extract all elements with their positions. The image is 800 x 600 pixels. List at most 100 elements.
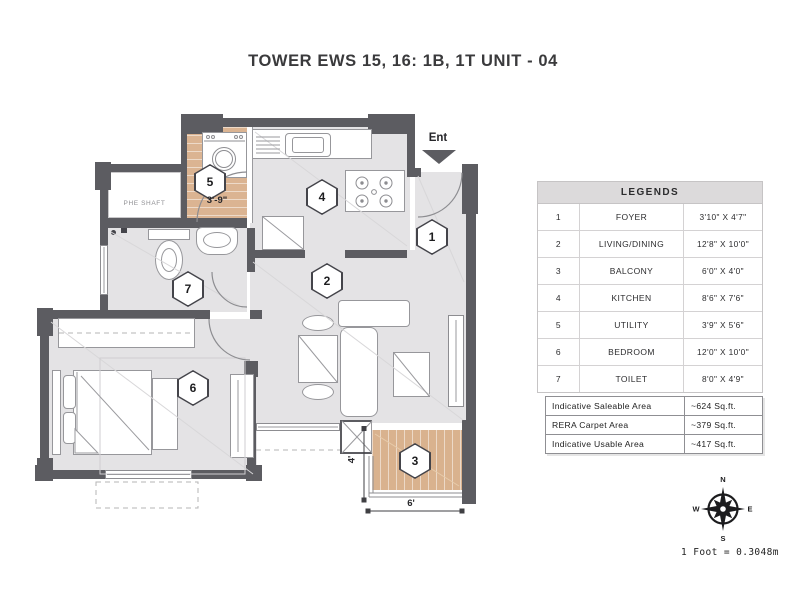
room-number: 7 — [184, 282, 192, 296]
legend-row: 7 TOILET 8'0" X 4'9" — [538, 366, 762, 392]
legend-row: 4 KITCHEN 8'6" X 7'6" — [538, 285, 762, 312]
legend-num: 4 — [538, 285, 580, 311]
area-table: Indicative Saleable Area ~624 Sq.ft. RER… — [545, 396, 763, 454]
wash-basin-bowl — [203, 232, 231, 248]
legend-num: 3 — [538, 258, 580, 284]
east-label: E — [747, 505, 752, 514]
balcony-width-label: 6' — [407, 498, 415, 509]
legend-size: 12'8" X 10'0" — [696, 239, 750, 249]
room-badge-kitchen: 4 — [306, 179, 338, 215]
area-label: Indicative Usable Area — [546, 435, 685, 453]
wall — [250, 310, 262, 319]
wall — [40, 319, 49, 470]
floor-plan: 1 2 3 4 5 6 7 Ent PHE SHAFT 3'-9" 4' 6' — [35, 110, 515, 530]
legend-num: 2 — [538, 231, 580, 257]
wall — [100, 168, 108, 245]
legend-name: LIVING/DINING — [580, 231, 684, 257]
entrance-arrow-icon — [422, 150, 456, 164]
room-badge-balcony: 3 — [399, 443, 431, 479]
room-number: 1 — [428, 230, 436, 244]
wall — [100, 295, 108, 312]
wall — [407, 168, 421, 177]
west-label: W — [692, 505, 700, 514]
room-badge-utility: 5 — [194, 164, 226, 200]
legend-row: 1 FOYER 3'10" X 4'7" — [538, 204, 762, 231]
kitchen-sink-basin — [292, 137, 324, 153]
dining-chair — [302, 384, 334, 400]
wall — [181, 118, 415, 127]
bedroom-door-arc — [208, 318, 251, 361]
bed-pillow — [63, 375, 76, 409]
legend-size: 8'6" X 7'6" — [701, 293, 745, 303]
area-label: RERA Carpet Area — [546, 416, 685, 434]
south-label: S — [720, 534, 725, 543]
plan-overlay-graphics — [50, 131, 465, 514]
legends-header: LEGENDS — [538, 182, 762, 204]
phe-shaft-label: PHE SHAFT — [123, 200, 166, 207]
counter-edge — [247, 127, 253, 223]
wall — [181, 127, 187, 222]
wall — [100, 164, 185, 172]
legend-row: 3 BALCONY 6'0" X 4'0" — [538, 258, 762, 285]
wall — [466, 168, 476, 420]
legends-table: LEGENDS 1 FOYER 3'10" X 4'7" 2 LIVING/DI… — [537, 181, 763, 393]
legend-size: 8'0" X 4'9" — [701, 374, 745, 384]
floor-sheen-lines — [50, 131, 465, 475]
wc-cistern — [148, 229, 190, 240]
area-value: ~417 Sq.ft. — [691, 439, 737, 449]
compass-star — [701, 487, 745, 531]
wall — [40, 470, 105, 479]
legend-name: TOILET — [580, 366, 684, 392]
compass-rose: N E S W — [692, 475, 752, 543]
wc-bowl-inner — [161, 248, 177, 272]
wall — [250, 250, 305, 258]
phe-shaft-floor — [108, 172, 181, 218]
room-number: 2 — [323, 274, 331, 288]
wall — [244, 361, 258, 377]
service-shaft-box — [340, 420, 372, 454]
utility-dimension-label: 3'-9" — [206, 195, 228, 206]
room-badge-foyer: 1 — [416, 219, 448, 255]
area-row: RERA Carpet Area ~379 Sq.ft. — [546, 416, 762, 435]
toilet-door-arc — [211, 271, 248, 308]
legend-name: BALCONY — [580, 258, 684, 284]
fixture-lines — [76, 136, 457, 475]
stove-burners — [355, 176, 393, 208]
legend-size: 3'9" X 5'6" — [701, 320, 745, 330]
floor-drain — [111, 230, 116, 235]
wall — [37, 308, 53, 336]
legend-name: FOYER — [580, 204, 684, 230]
legend-num: 7 — [538, 366, 580, 392]
room-number: 5 — [206, 175, 214, 189]
area-value: ~624 Sq.ft. — [691, 401, 737, 411]
room-number: 4 — [318, 190, 326, 204]
wall — [345, 250, 407, 258]
north-label: N — [720, 475, 725, 484]
legend-row: 6 BEDROOM 12'0" X 10'0" — [538, 339, 762, 366]
compass-center — [720, 506, 726, 512]
entrance-door-arc — [417, 172, 463, 218]
room-badge-living: 2 — [311, 263, 343, 299]
room-number: 6 — [189, 381, 197, 395]
wall — [181, 114, 223, 134]
room-badge-toilet: 7 — [172, 271, 204, 307]
legend-num: 1 — [538, 204, 580, 230]
legend-size: 3'10" X 4'7" — [699, 212, 747, 222]
legend-num: 6 — [538, 339, 580, 365]
dashed-projection-lines — [59, 332, 340, 509]
page-title: TOWER EWS 15, 16: 1B, 1T UNIT - 04 — [248, 52, 558, 70]
legend-num: 5 — [538, 312, 580, 338]
wall — [100, 218, 247, 228]
balcony-depth-label: 4' — [346, 455, 358, 464]
wall — [407, 127, 415, 172]
area-row: Indicative Saleable Area ~624 Sq.ft. — [546, 397, 762, 416]
scale-note: 1 Foot = 0.3048m — [681, 547, 779, 558]
bedroom-dresser — [230, 374, 254, 458]
washer-drum — [204, 135, 245, 171]
tap-fixture — [121, 228, 127, 233]
entrance-label: Ent — [428, 132, 448, 144]
room-number: 3 — [411, 454, 419, 468]
room-badge-bedroom: 6 — [177, 370, 209, 406]
legend-name: BEDROOM — [580, 339, 684, 365]
balcony-railing — [368, 456, 462, 498]
